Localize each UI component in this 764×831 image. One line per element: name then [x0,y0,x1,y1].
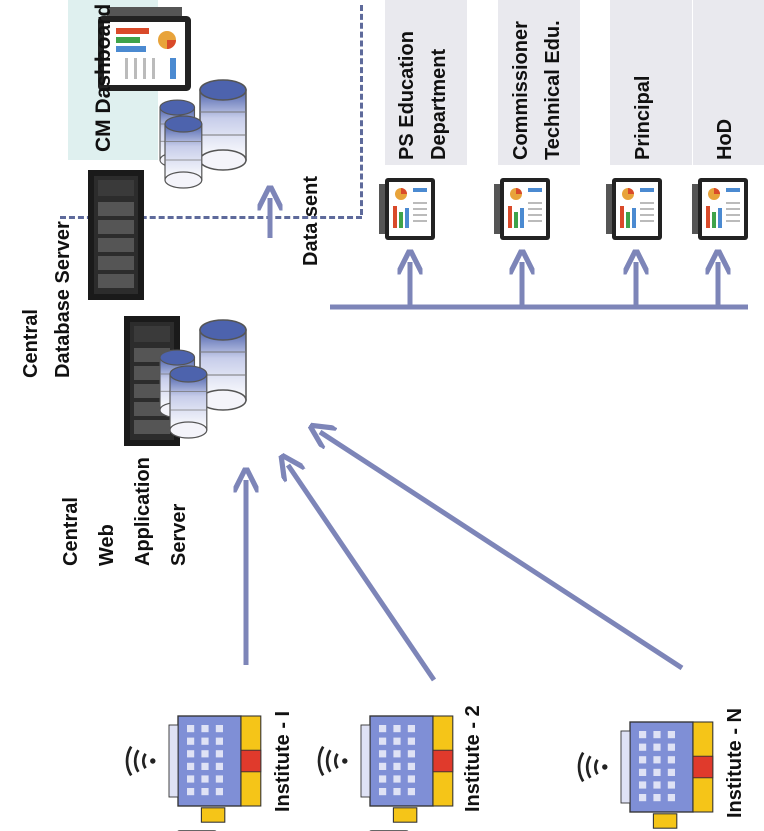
principal-label: Principal [632,75,654,160]
principal-panel [610,0,692,165]
ps-education-label-line2: Department [428,48,450,160]
hod-panel [693,0,764,165]
hod-laptop [692,178,748,240]
cm-dashboard-label: CM Dashboard [92,3,115,152]
principal-laptop [606,178,662,240]
arrows [246,198,748,682]
central-web-label-line1: Central [60,497,82,566]
cm-database-cylinders [159,79,247,189]
central-database-server-box [88,170,144,300]
ps-education-panel [385,0,467,165]
institute-1-building [125,714,263,831]
institute-n-label: Institute - N [724,708,746,818]
ps-education-laptop [379,178,435,240]
central-web-label-line4: Server [168,503,190,566]
institute-2-building [317,714,455,831]
commissioner-panel [498,0,580,165]
commissioner-laptop [494,178,550,240]
central-db-label-line1: Central [20,309,42,378]
central-web-label-line2: Web [96,524,118,566]
central-web-label-line3: Application [132,457,154,566]
arrow-institute-n [320,432,684,671]
data-sent-label: Data sent [300,175,322,266]
commissioner-label-line1: Commissioner [510,21,532,160]
commissioner-label-line2: Technical Edu. [542,20,564,160]
ps-education-label-line1: PS Education [396,31,418,160]
dashed-separator-horizontal [60,216,362,219]
institute-2-label: Institute - 2 [462,705,484,812]
institute-n-building [577,720,715,831]
hod-label: HoD [714,118,736,160]
central-db-label-line2: Database Server [52,221,74,378]
dashed-separator-vertical [360,5,363,215]
arrow-institute-2 [288,465,437,682]
institute-1-label: Institute - I [272,710,294,812]
